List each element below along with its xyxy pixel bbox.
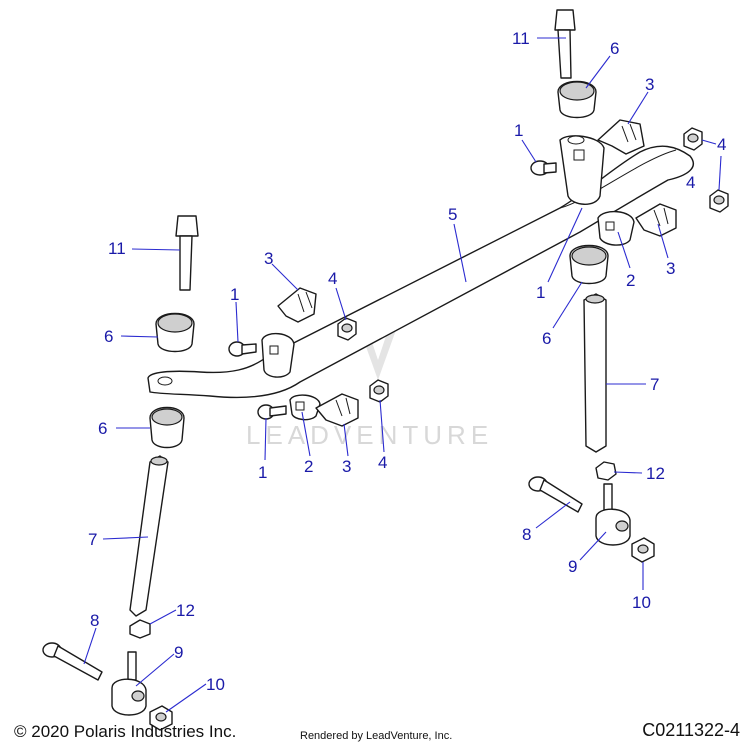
callout-bolt-1-left-lower: 1 bbox=[258, 463, 267, 482]
leader-lines bbox=[83, 37, 722, 713]
nut-4-upper-right-a bbox=[683, 127, 703, 151]
nut-4-upper-right-b bbox=[709, 189, 729, 213]
callout-stabilizer-bar-5: 5 bbox=[448, 205, 457, 224]
bolt-8-right bbox=[528, 476, 583, 513]
nut-4-left-upper bbox=[337, 317, 357, 341]
callout-end-link-9-left: 9 bbox=[174, 643, 183, 662]
clamp-2-left-lower bbox=[289, 394, 321, 421]
clamp-2-right-lower bbox=[597, 211, 635, 246]
callout-bracket-3-upper-right: 3 bbox=[645, 75, 654, 94]
nut-4-left-lower bbox=[369, 379, 389, 403]
callout-bolt-1-left-upper: 1 bbox=[230, 285, 239, 304]
diagram-part-code: C0211322-4 bbox=[642, 720, 740, 740]
bracket-3-left-upper bbox=[277, 287, 317, 323]
bushing-6-left-upper bbox=[155, 312, 195, 353]
bolt-11-upper-right bbox=[554, 9, 576, 79]
callout-nut-10-left: 10 bbox=[206, 675, 225, 694]
callout-nut-10-right: 10 bbox=[632, 593, 651, 612]
bolt-1-left-lower bbox=[257, 404, 287, 420]
callout-clamp-2-left-lower: 2 bbox=[304, 457, 313, 476]
callout-bolt-11-left: 11 bbox=[108, 239, 126, 258]
nut-10-right bbox=[631, 537, 655, 563]
callout-bushing-6-right: 6 bbox=[542, 329, 551, 348]
callout-link-7-left: 7 bbox=[88, 530, 97, 549]
callout-bracket-3-left-lower: 3 bbox=[342, 457, 351, 476]
callout-bushing-6-left-upper: 6 bbox=[104, 327, 113, 346]
callout-nut-12-right: 12 bbox=[646, 464, 665, 483]
end-link-9-right bbox=[595, 483, 631, 546]
callout-nut-4-left-lower: 4 bbox=[378, 453, 387, 472]
bolt-1-left-upper bbox=[228, 341, 257, 357]
bracket-3-upper-right bbox=[597, 119, 645, 155]
bushing-6-upper-right bbox=[557, 80, 597, 119]
callout-bolt-8-right: 8 bbox=[522, 525, 531, 544]
bushing-6-right bbox=[569, 244, 609, 285]
callout-labels: 11 6 3 1 4 4 5 2 3 1 6 7 12 8 9 10 11 3 … bbox=[88, 29, 726, 694]
rendered-by-credit: Rendered by LeadVenture, Inc. bbox=[300, 730, 453, 742]
callout-clamp-2-right: 2 bbox=[626, 271, 635, 290]
callout-bushing-6-left-lower: 6 bbox=[98, 419, 107, 438]
bushing-6-left-lower bbox=[149, 406, 185, 449]
watermark-text: LEADVENTURE bbox=[246, 420, 493, 450]
bracket-3-right-lower bbox=[635, 203, 677, 237]
bolt-1-upper-right bbox=[530, 160, 557, 176]
nut-12-left bbox=[129, 619, 151, 639]
callout-nut-4-left-upper: 4 bbox=[328, 269, 337, 288]
callout-nut-12-left: 12 bbox=[176, 601, 195, 620]
callout-nut-4-right-b: 4 bbox=[686, 173, 695, 192]
link-7-right bbox=[583, 293, 607, 453]
watermark-logo: LEADVENTURE bbox=[246, 330, 493, 450]
callout-bolt-1-upper-right: 1 bbox=[514, 121, 523, 140]
callout-end-link-9-right: 9 bbox=[568, 557, 577, 576]
link-7-left bbox=[129, 455, 169, 617]
stabilizer-bar bbox=[147, 145, 695, 399]
bolt-11-left bbox=[175, 215, 199, 291]
callout-bracket-3-left-upper: 3 bbox=[264, 249, 273, 268]
callout-bolt-11-upper-right: 11 bbox=[512, 29, 530, 48]
nut-12-right bbox=[595, 461, 617, 481]
clamp-2-upper-right bbox=[559, 135, 605, 205]
copyright-notice: © 2020 Polaris Industries Inc. bbox=[14, 722, 237, 741]
callout-bracket-3-right: 3 bbox=[666, 259, 675, 278]
callout-bolt-1-right: 1 bbox=[536, 283, 545, 302]
callout-bolt-8-left: 8 bbox=[90, 611, 99, 630]
callout-nut-4-upper-right: 4 bbox=[717, 135, 726, 154]
end-link-9-left bbox=[111, 651, 147, 716]
bracket-3-left-lower bbox=[315, 393, 359, 427]
clamp-2-left-upper bbox=[261, 333, 295, 378]
callout-bushing-6-upper-right: 6 bbox=[610, 39, 619, 58]
callout-link-7-right: 7 bbox=[650, 375, 659, 394]
bolt-8-left bbox=[42, 642, 103, 681]
